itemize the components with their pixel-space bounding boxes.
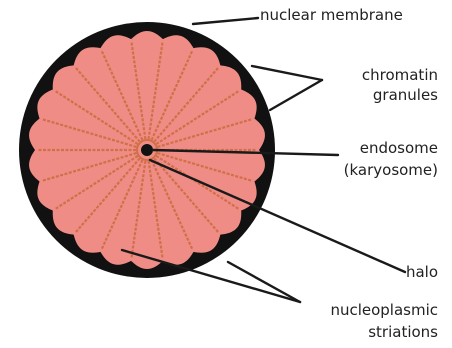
endosome-dot	[141, 144, 153, 156]
label-endosome-line-2: (karyosome)	[344, 160, 438, 180]
leader-nuclear-membrane	[193, 18, 258, 24]
label-chromatin-line-2: granules	[373, 85, 438, 105]
label-halo: halo	[406, 262, 438, 282]
label-nuclear-membrane: nuclear membrane	[260, 5, 403, 25]
label-striations-line-1: nucleoplasmic	[330, 300, 438, 320]
leader-chromatin-lower	[270, 80, 322, 110]
label-striations-line-2: striations	[368, 322, 438, 342]
label-endosome-line-1: endosome	[360, 138, 438, 158]
leader-striations-upper	[228, 262, 300, 302]
leader-chromatin-upper	[252, 66, 322, 80]
label-chromatin-line-1: chromatin	[362, 65, 438, 85]
